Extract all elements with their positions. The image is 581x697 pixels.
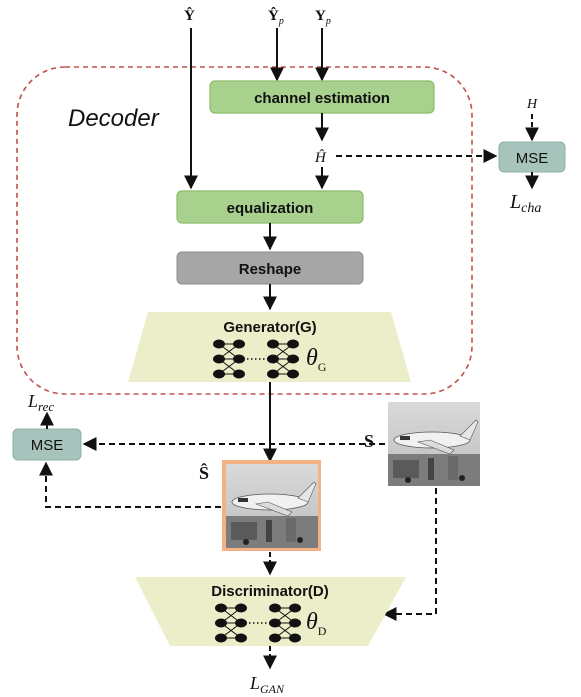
s-label: S — [364, 431, 374, 451]
theta-d: θD — [306, 609, 327, 638]
arrow-s-to-discriminator — [382, 488, 437, 621]
input-y-hat-p: Ŷp — [268, 7, 284, 27]
theta-g: θG — [306, 345, 327, 374]
input-y-hat: Ŷ — [184, 7, 195, 24]
decoder-region — [16, 66, 473, 395]
discriminator-label: Discriminator(D) — [211, 583, 329, 600]
arrow-shat-to-mse-rec — [39, 461, 221, 508]
loss-gan: LGAN — [249, 673, 285, 696]
s-hat-label: Ŝ — [199, 462, 209, 483]
generator-network-icon — [213, 339, 299, 379]
discriminator-block — [135, 577, 406, 646]
h-true-label: H — [526, 97, 538, 112]
mse-channel-label: MSE — [516, 150, 549, 167]
input-y-p: Yp — [315, 8, 331, 27]
loss-cha: Lcha — [509, 191, 541, 216]
h-hat-label: Ĥ — [314, 149, 327, 166]
discriminator-network-icon — [215, 603, 301, 643]
generator-label: Generator(G) — [223, 319, 316, 336]
generated-image-shat — [225, 463, 319, 549]
real-image-s — [387, 401, 481, 487]
equalization-label: equalization — [227, 200, 314, 217]
loss-rec: Lrec — [27, 391, 54, 414]
decoder-title: Decoder — [68, 105, 160, 132]
reshape-label: Reshape — [239, 261, 302, 278]
channel-estimation-label: channel estimation — [254, 90, 390, 107]
mse-rec-label: MSE — [31, 437, 64, 454]
